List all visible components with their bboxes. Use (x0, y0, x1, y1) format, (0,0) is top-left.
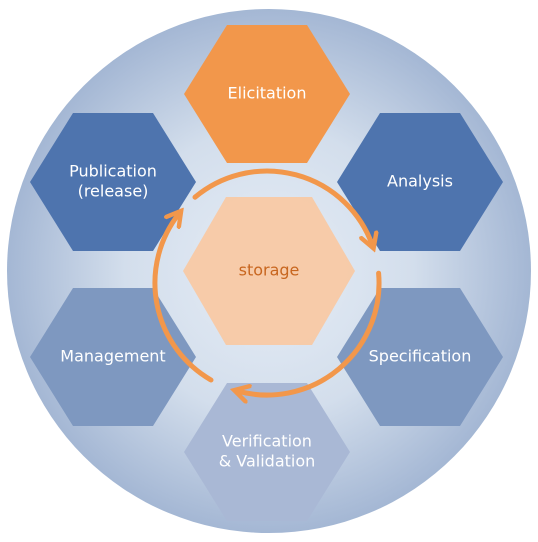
stage-verification-validation: Verification& Validation (184, 383, 350, 521)
center-label: storage (239, 261, 300, 280)
stage-label: Specification (369, 347, 472, 366)
stage-hexagon (30, 113, 196, 251)
stage-publication-release: Publication(release) (30, 113, 196, 251)
center-hexagon (183, 197, 355, 345)
stage-analysis: Analysis (337, 113, 503, 251)
center-node: storage (183, 197, 355, 345)
stage-management: Management (30, 288, 196, 426)
stage-hexagon (184, 383, 350, 521)
stage-specification: Specification (337, 288, 503, 426)
arrow-to-analysis (192, 168, 372, 245)
cycle-arrows (152, 168, 382, 395)
arrow-to-verification (238, 270, 382, 395)
stage-elicitation: Elicitation (184, 25, 350, 163)
stage-hexagon (184, 25, 350, 163)
stage-label: Publication (69, 162, 157, 181)
stage-label: Elicitation (228, 84, 307, 103)
stage-label: Management (60, 347, 165, 366)
stage-label: Verification (222, 432, 312, 451)
arrow-to-publication (152, 214, 214, 383)
stage-hexagon (337, 113, 503, 251)
stage-label: Analysis (387, 172, 453, 191)
stage-label: & Validation (219, 452, 316, 471)
stage-hexagon (337, 288, 503, 426)
stage-label: (release) (78, 182, 149, 201)
stage-hexagon (30, 288, 196, 426)
